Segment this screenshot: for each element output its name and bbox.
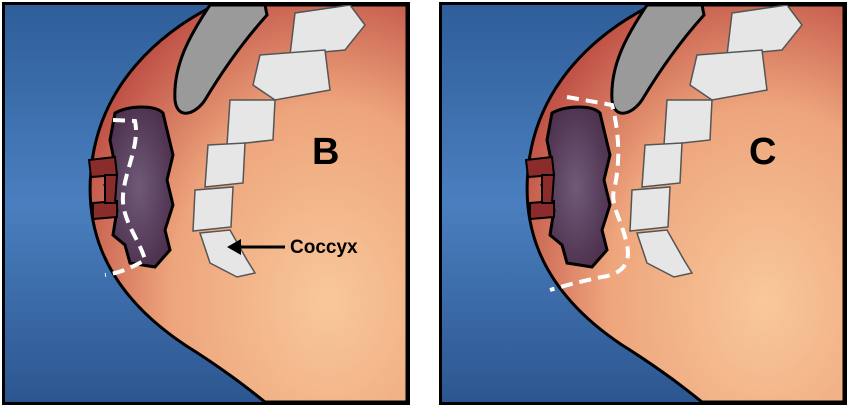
anatomy-illustration-c [442,5,844,402]
coccyx-upper [630,187,670,231]
coccyx-label: Coccyx [290,238,358,257]
panel-b: B Coccyx [2,2,410,405]
panel-letter-b: B [312,133,339,171]
panel-letter-c: C [749,133,776,171]
coccyx-upper [193,187,233,231]
panel-c: C [439,2,847,405]
anatomy-illustration-b [5,5,407,402]
